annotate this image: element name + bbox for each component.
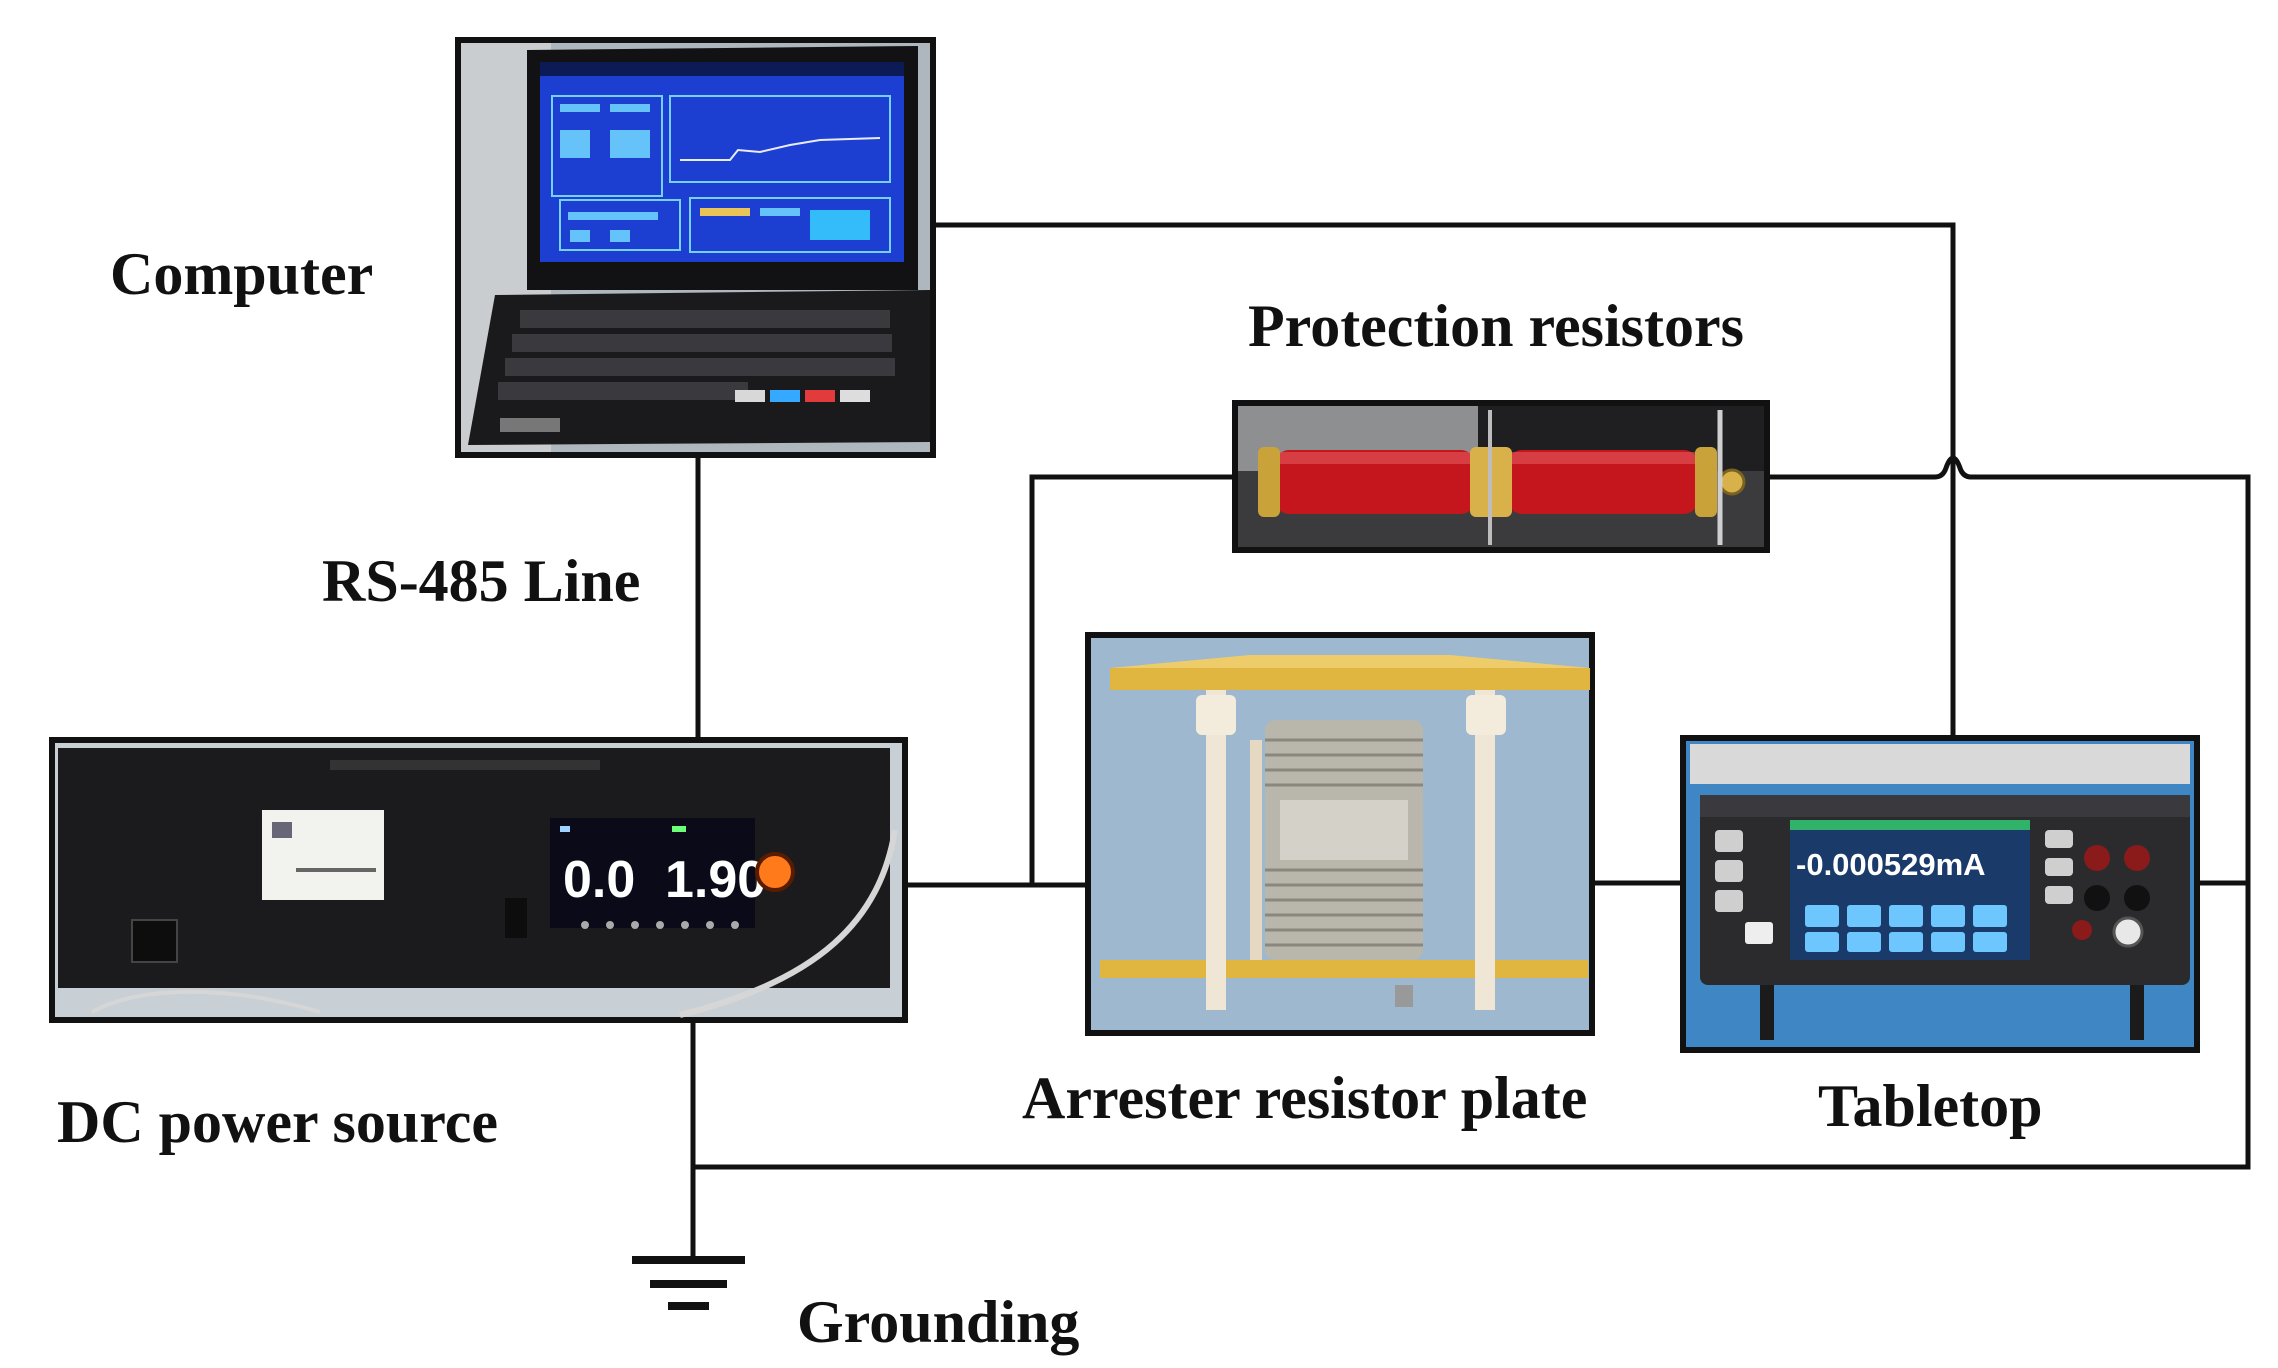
meter-right-buttons bbox=[2045, 830, 2073, 904]
arrester-disc-ridges bbox=[1265, 738, 1423, 947]
meter-left-buttons bbox=[1715, 830, 1773, 944]
arrester-top-plate bbox=[1110, 668, 1590, 690]
psu-indicator-knob bbox=[755, 852, 795, 892]
laptop-keyboard bbox=[498, 310, 895, 400]
psu-display-panel bbox=[550, 818, 755, 928]
meter-terminals bbox=[2072, 845, 2150, 948]
protection-return-wire bbox=[693, 455, 2251, 1170]
screen-ui-panels bbox=[551, 95, 891, 253]
protection-branch-wire bbox=[1029, 474, 1235, 885]
computer-label: Computer bbox=[110, 241, 374, 307]
protection-resistors-photo bbox=[1232, 400, 1770, 553]
dc-power-source-label: DC power source bbox=[57, 1089, 499, 1155]
red-resistor-left bbox=[1275, 450, 1475, 514]
red-resistor-right bbox=[1508, 450, 1698, 514]
tabletop-label: Tabletop bbox=[1818, 1073, 2043, 1139]
dc-power-source-photo: 0.0 1.90 bbox=[49, 737, 908, 1023]
meter-softkeys bbox=[1805, 905, 2007, 952]
protection-resistors-label: Protection resistors bbox=[1248, 293, 1744, 359]
psu-display-right: 1.90 bbox=[665, 851, 766, 909]
arrester-resistor-plate-photo bbox=[1085, 632, 1595, 1036]
computer-photo bbox=[455, 37, 936, 458]
psu-button-row bbox=[581, 921, 739, 929]
meter-reading: -0.000529mA bbox=[1796, 847, 1986, 882]
computer-to-tabletop-wire bbox=[935, 222, 1956, 738]
arrester-bottom-plate bbox=[1100, 960, 1588, 978]
grounding-label: Grounding bbox=[797, 1289, 1080, 1355]
arrester-resistor-plate-label: Arrester resistor plate bbox=[1022, 1065, 1588, 1131]
rs485-line-label: RS-485 Line bbox=[322, 548, 641, 614]
psu-power-switch bbox=[131, 919, 178, 963]
tabletop-meter-photo: -0.000529mA bbox=[1680, 735, 2200, 1053]
psu-cable bbox=[679, 829, 898, 1018]
psu-display-left: 0.0 bbox=[563, 851, 635, 909]
wiring bbox=[690, 222, 2251, 1258]
ground-symbol-icon bbox=[632, 1256, 745, 1310]
